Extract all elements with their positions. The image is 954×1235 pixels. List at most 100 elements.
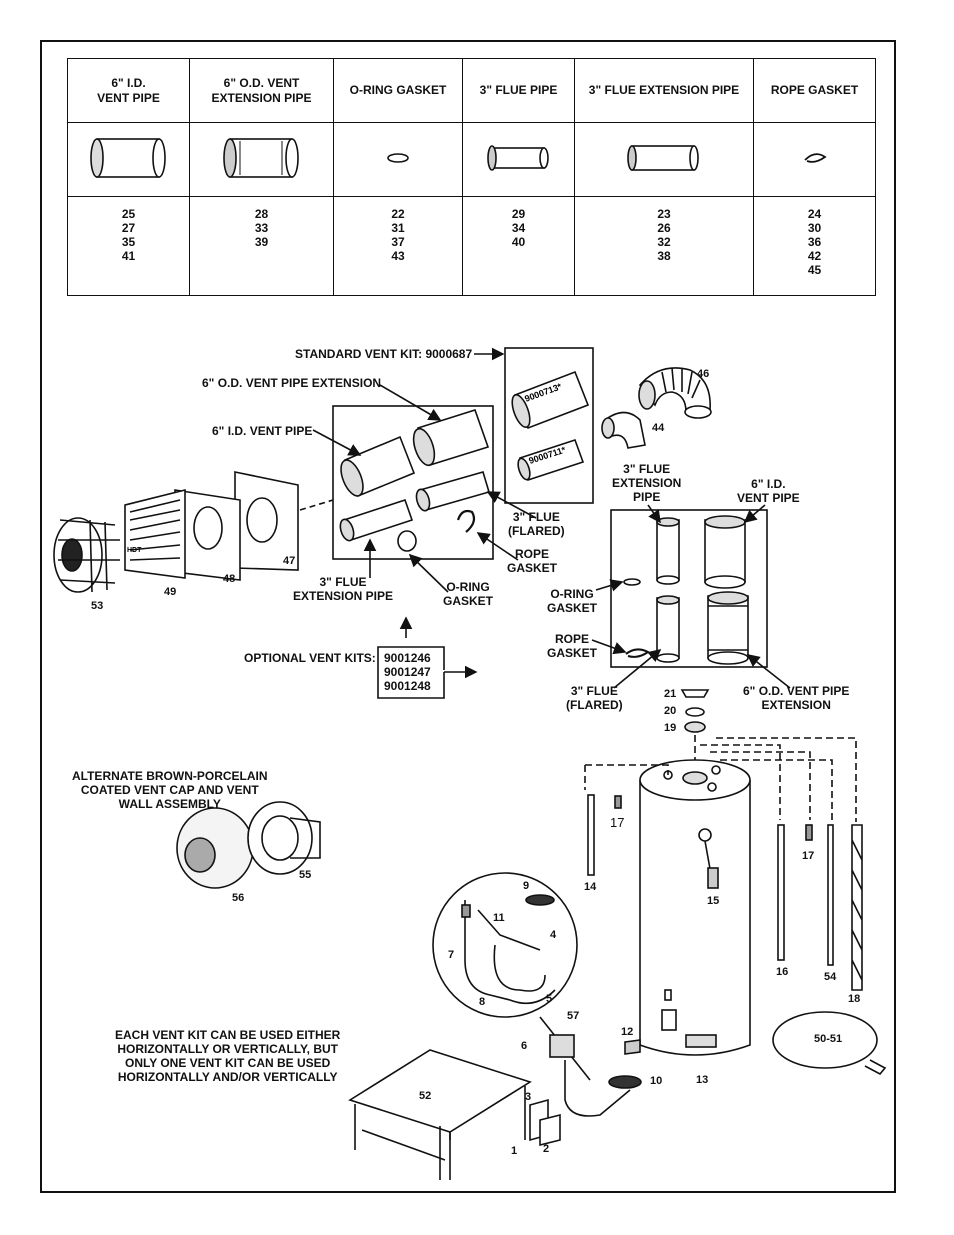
id-vent-pipe-label-right: 6" I.D. VENT PIPE [737,477,800,505]
vent-cap-49 [124,488,186,579]
callout-21: 21 [664,688,677,700]
washer-20 [685,707,705,717]
callout-56: 56 [232,892,245,904]
callout-20: 20 [664,705,677,717]
alternate-vent-cap [176,801,321,889]
callout-13: 13 [696,1074,709,1086]
nipple-19 [684,721,706,733]
burner-9 [525,894,555,906]
optional-kits-label: OPTIONAL VENT KITS: [244,651,376,665]
kit-oring [397,530,417,552]
callout-15: 15 [707,895,720,907]
rope-gasket-label-right: ROPE GASKET [547,632,598,660]
header-vent-extension: 6" O.D. VENT EXTENSION PIPE [189,58,334,123]
callout-16: 16 [776,966,789,978]
oring-gasket-label-right: O-RING GASKET [547,587,598,615]
flex-elbow [638,367,712,419]
callout-50-51: 50-51 [814,1033,843,1045]
ring-50-51 [772,1011,878,1069]
callout-17-left: 17 [610,815,625,830]
standard-kit-label: STANDARD VENT KIT: 9000687 [295,347,473,361]
dip-tube-54 [827,824,834,966]
callout-46: 46 [697,368,710,380]
fitting-21 [680,689,710,698]
od-vent-extension-label: 6" O.D. VENT PIPE EXTENSION [202,376,382,390]
header-rope-gasket: ROPE GASKET [753,58,876,123]
rope-gasket-illustration [753,122,876,197]
rope-gasket-label-left: ROPE GASKET [507,547,558,575]
callout-6: 6 [521,1040,528,1052]
callout-47: 47 [283,555,296,567]
drain-fitting-15 [707,867,719,889]
hdt-mark: HDT [127,547,142,554]
callout-57: 57 [567,1010,580,1022]
fitting-17b [805,824,813,841]
callout-48: 48 [223,573,236,585]
callout-11: 11 [493,912,505,924]
flue-flared-label-right: 3" FLUE (FLARED) [566,684,623,712]
callout-49: 49 [164,586,177,598]
callout-53: 53 [91,600,104,612]
dip-tube-18 [851,824,863,991]
opt-flue-flared [656,595,680,663]
optional-kit-3: 9001248 [384,679,431,693]
opt-flue-extension [656,517,680,585]
standard-kit-pipe-upper [511,370,590,430]
anode-rod-16 [777,824,785,961]
callout-9: 9 [523,880,530,892]
opt-rope-gasket [625,648,650,658]
callout-18: 18 [848,993,861,1005]
flue-extension-label-right: 3" FLUE EXTENSION PIPE [612,462,682,504]
burner-57 [608,1075,642,1089]
optional-kit-2: 9001247 [384,665,431,679]
callout-3: 3 [525,1091,532,1103]
oring-illustration [333,122,463,197]
standard-kit-box [504,347,594,504]
optional-kit-1: 9001246 [384,651,431,665]
kit-vent-pipe [340,435,416,498]
kit-flue-flared [415,471,490,512]
fitting-17a [614,795,622,809]
callout-44: 44 [652,422,665,434]
header-oring-gasket: O-RING GASKET [333,58,463,123]
od-vent-extension-label-right: 6" O.D. VENT PIPE EXTENSION [743,684,850,712]
vent-guard-53 [53,517,120,593]
id-vent-pipe-label: 6" I.D. VENT PIPE [212,424,313,438]
callout-8: 8 [479,996,486,1008]
flue-flared-label-left: 3" FLUE (FLARED) [508,510,565,538]
callout-17-right: 17 [802,850,815,862]
alternate-assembly-label: ALTERNATE BROWN-PORCELAIN COATED VENT CA… [72,769,268,811]
callout-19: 19 [664,722,677,734]
flue-extension-illustration [574,122,754,197]
flue-pipe-illustration [462,122,575,197]
kit-flue-extension [339,498,414,542]
callout-52: 52 [419,1090,432,1102]
callout-1: 1 [511,1145,518,1157]
opt-vent-pipe [704,515,746,589]
burner-detail-circle [432,872,578,1018]
opt-vent-extension [707,591,749,665]
callout-7: 7 [448,949,455,961]
page-frame [40,40,896,1193]
callout-4: 4 [550,929,557,941]
oring-gasket-label-left: O-RING GASKET [443,580,494,608]
opt-oring [623,578,641,586]
callout-54: 54 [824,971,837,983]
vent-extension-illustration [189,122,334,197]
callout-14: 14 [584,881,597,893]
header-flue-pipe: 3" FLUE PIPE [462,58,575,123]
anode-rod-14 [587,794,595,876]
vent-pipe-illustration [67,122,190,197]
callout-10: 10 [650,1075,663,1087]
callout-12: 12 [621,1026,634,1038]
standard-kit-pipe-lower [517,438,585,482]
callout-55: 55 [299,869,312,881]
fitting-12 [624,1039,641,1055]
heater-stand [348,1049,532,1180]
